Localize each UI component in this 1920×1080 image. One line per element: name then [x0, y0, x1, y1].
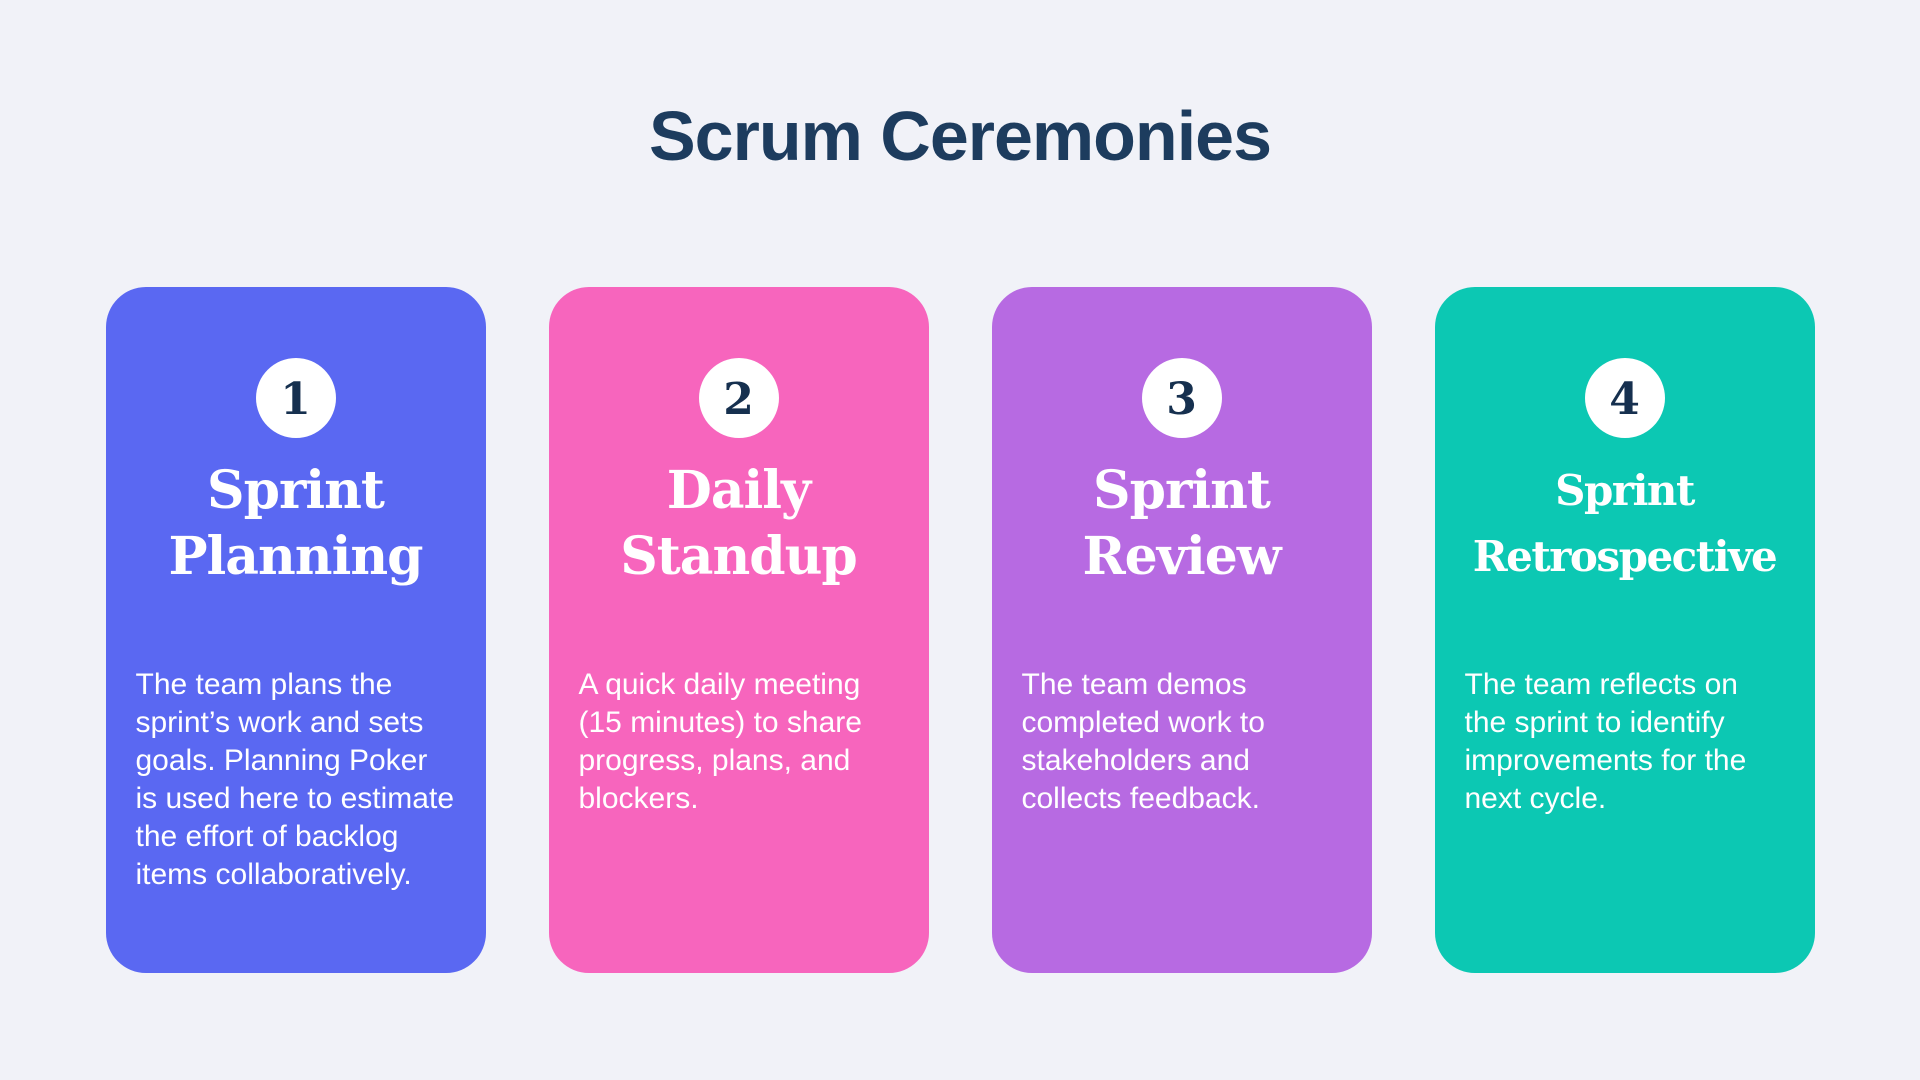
card-description: The team plans the sprint’s work and set…	[135, 668, 455, 891]
ceremony-cards-row: 1 Sprint Planning The team plans the spr…	[0, 287, 1920, 973]
step-number-badge: 4	[1584, 358, 1665, 438]
step-number: 2	[723, 374, 754, 425]
step-number-badge: 1	[255, 358, 336, 438]
card-sprint-retrospective: 4 Sprint Retrospective The team reflects…	[1434, 287, 1815, 973]
page-title: Scrum Ceremonies	[648, 97, 1272, 175]
step-number: 4	[1609, 374, 1640, 425]
card-title: Sprint Retrospective	[1472, 466, 1778, 581]
card-daily-standup: 2 Daily Standup A quick daily meeting (1…	[548, 287, 929, 973]
step-number-badge: 2	[698, 358, 779, 438]
card-sprint-planning: 1 Sprint Planning The team plans the spr…	[105, 287, 486, 973]
step-number: 1	[280, 374, 311, 425]
card-description: A quick daily meeting (15 minutes) to sh…	[578, 668, 862, 815]
card-title: Sprint Planning	[168, 460, 423, 587]
card-description: The team reflects on the sprint to ident…	[1464, 668, 1747, 815]
card-description: The team demos completed work to stakeho…	[1021, 668, 1265, 815]
card-sprint-review: 3 Sprint Review The team demos completed…	[991, 287, 1372, 973]
card-title: Daily Standup	[620, 460, 858, 587]
step-number: 3	[1166, 374, 1197, 425]
step-number-badge: 3	[1141, 358, 1222, 438]
card-title: Sprint Review	[1082, 460, 1281, 587]
